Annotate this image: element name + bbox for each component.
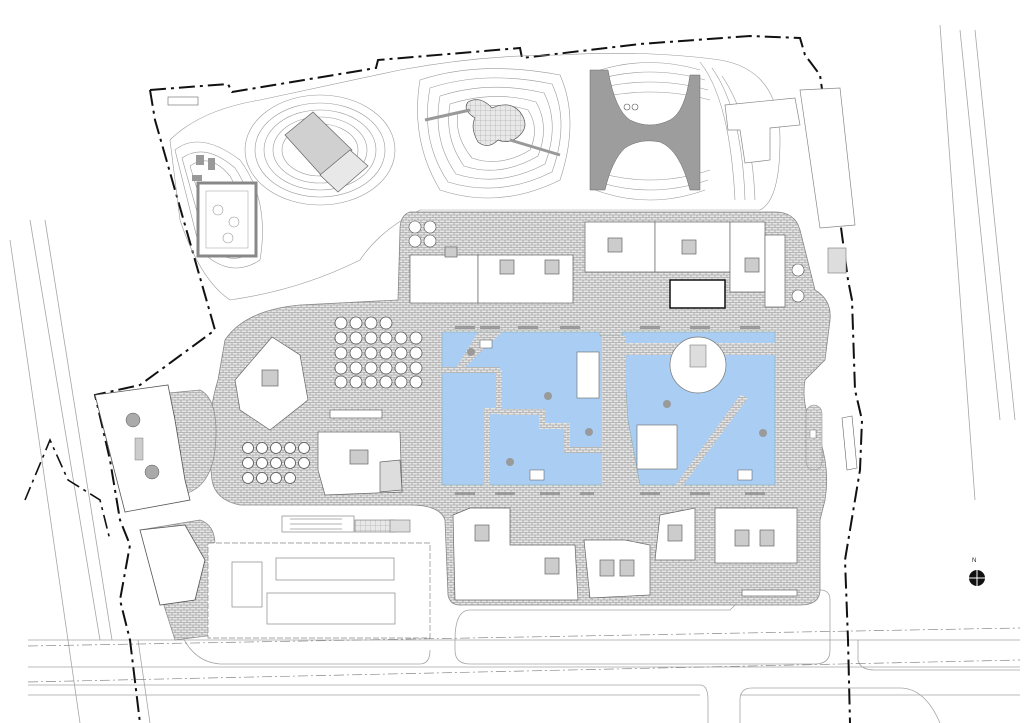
pool-court <box>192 155 258 258</box>
sports-ground <box>207 515 431 639</box>
north-park <box>169 53 781 301</box>
ne-buildings <box>724 87 856 274</box>
north-label: N <box>972 558 977 564</box>
amphitheatre-marker <box>631 103 639 111</box>
west-centre-buildings <box>234 336 403 496</box>
east-oval <box>805 404 858 471</box>
site-boundary <box>93 89 217 723</box>
benches <box>455 326 765 495</box>
hill-path <box>424 108 561 157</box>
amphitheatre-marker <box>623 103 631 111</box>
residential-south <box>452 507 798 601</box>
site-boundary <box>149 34 864 723</box>
north-arrow-icon <box>969 570 985 586</box>
water-garden <box>441 331 776 487</box>
road-centerline <box>27 659 1021 683</box>
pavilion <box>167 96 369 193</box>
west-wing <box>94 384 206 606</box>
hill-sculpture <box>465 99 526 146</box>
road-centerline <box>27 627 1021 647</box>
site-boundary-west <box>24 437 111 541</box>
residential-north <box>409 221 786 309</box>
tree-grove <box>242 316 423 484</box>
amphitheatre-stage <box>589 69 701 191</box>
planter-trees-north <box>408 220 805 303</box>
